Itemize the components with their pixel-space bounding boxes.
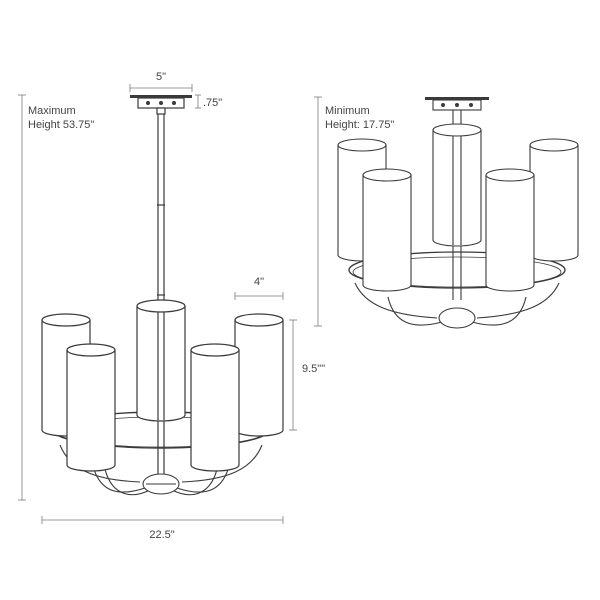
- canopy-min: [425, 97, 489, 111]
- max-height-value: Height 53.75": [28, 119, 94, 131]
- canopy-width-label: 5": [156, 71, 166, 83]
- shade-height-label: 9.5"": [302, 363, 325, 375]
- shade-center: [136, 299, 186, 422]
- max-height-label: Maximum: [28, 105, 76, 117]
- min-view-dimensions: [314, 96, 322, 327]
- min-height-view: [337, 97, 579, 329]
- shades-front: [66, 343, 240, 472]
- canopy-height-label: .75": [203, 97, 222, 109]
- overall-width-label: 22.5": [149, 529, 174, 541]
- min-height-value: Height: 17.75": [325, 119, 394, 131]
- canopy: [130, 95, 192, 115]
- max-height-view: [41, 95, 284, 496]
- max-view-labels: 5" .75" Maximum Height 53.75" 4" 9.5"" 2…: [28, 71, 325, 541]
- min-height-label: Minimum: [325, 105, 370, 117]
- min-view-labels: Minimum Height: 17.75": [325, 105, 394, 131]
- max-view-dimensions: [18, 84, 297, 524]
- shade-width-label: 4": [254, 276, 264, 288]
- arms: [59, 444, 263, 496]
